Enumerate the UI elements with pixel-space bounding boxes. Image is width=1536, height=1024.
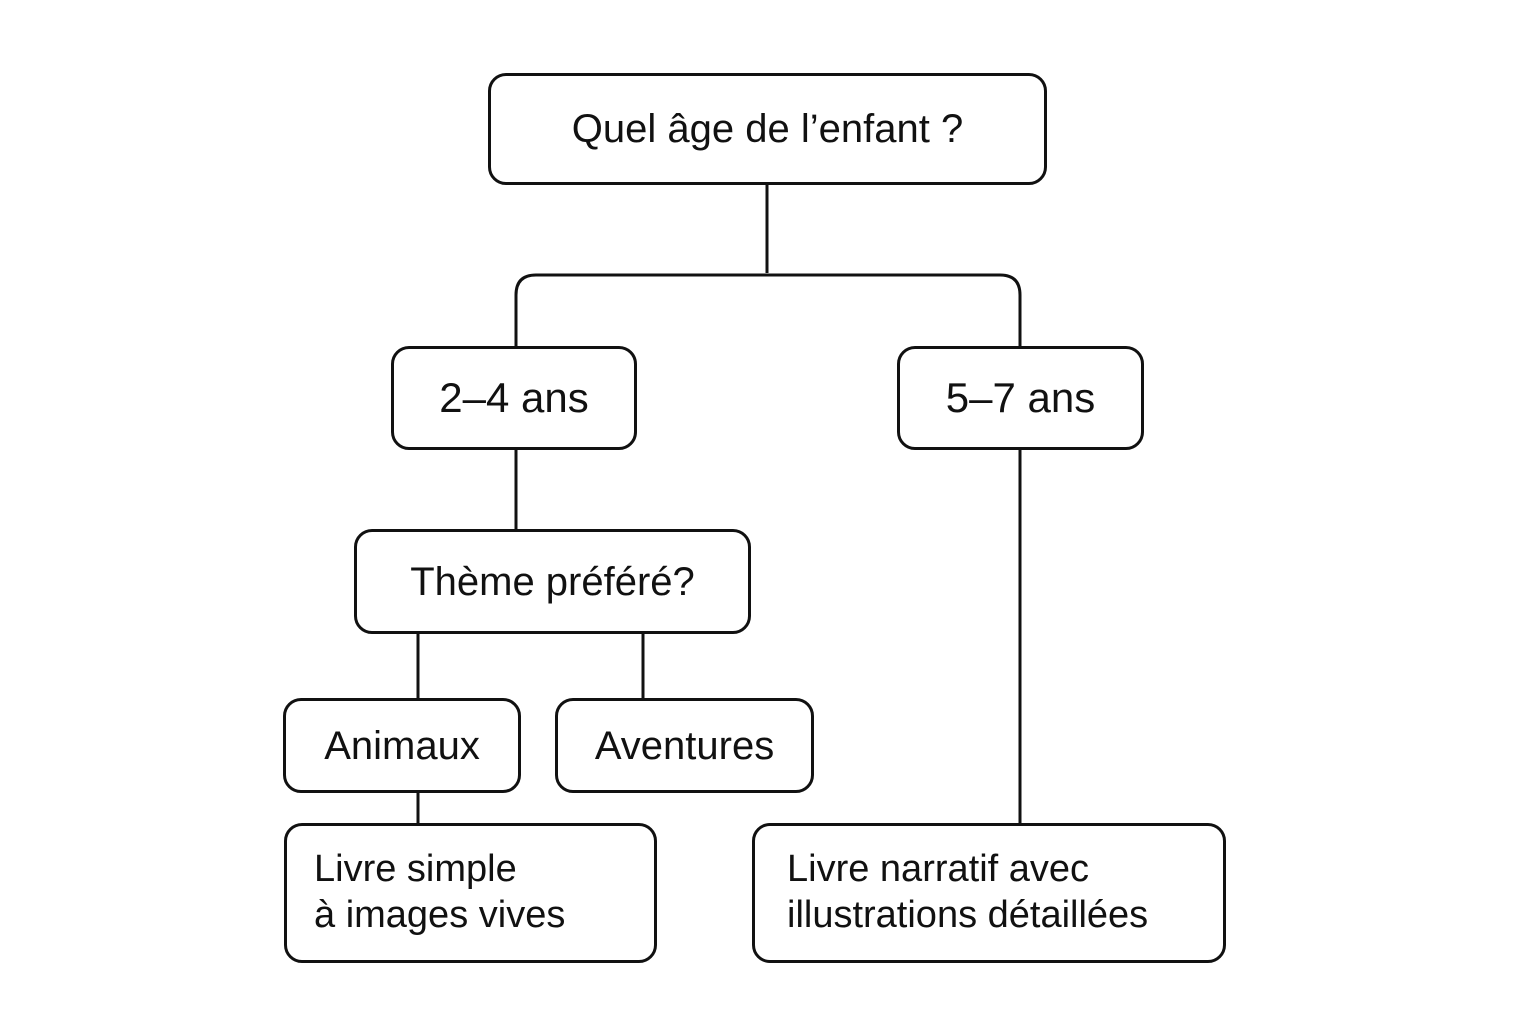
root-question-label: Quel âge de l’enfant ? [571,107,964,151]
recommendation-text-narrative-book: Livre narratif avec illustrations détail… [787,847,1148,938]
recommendation-node-narrative-book: Livre narratif avec illustrations détail… [752,823,1226,963]
theme-label-aventures: Aventures [594,723,775,768]
age-node-5-7: 5–7 ans [897,346,1144,450]
recommendation-line: illustrations détaillées [787,894,1149,936]
recommendation-node-simple-book: Livre simple à images vives [284,823,657,963]
recommendation-text-simple-book: Livre simple à images vives [314,847,565,938]
recommendation-line: Livre simple [314,848,517,891]
connector-root-to-ages [514,273,1022,346]
theme-question-node: Thème préféré? [354,529,751,634]
theme-label-animaux: Animaux [324,723,480,768]
root-question-node: Quel âge de l’enfant ? [488,73,1047,185]
recommendation-line: Livre narratif avec [787,848,1090,891]
theme-node-aventures: Aventures [555,698,814,793]
theme-question-label: Thème préféré? [410,559,695,604]
age-label-2-4: 2–4 ans [439,373,589,421]
age-node-2-4: 2–4 ans [391,346,637,450]
recommendation-line: à images vives [314,894,566,936]
age-label-5-7: 5–7 ans [945,373,1096,421]
theme-node-animaux: Animaux [283,698,521,793]
